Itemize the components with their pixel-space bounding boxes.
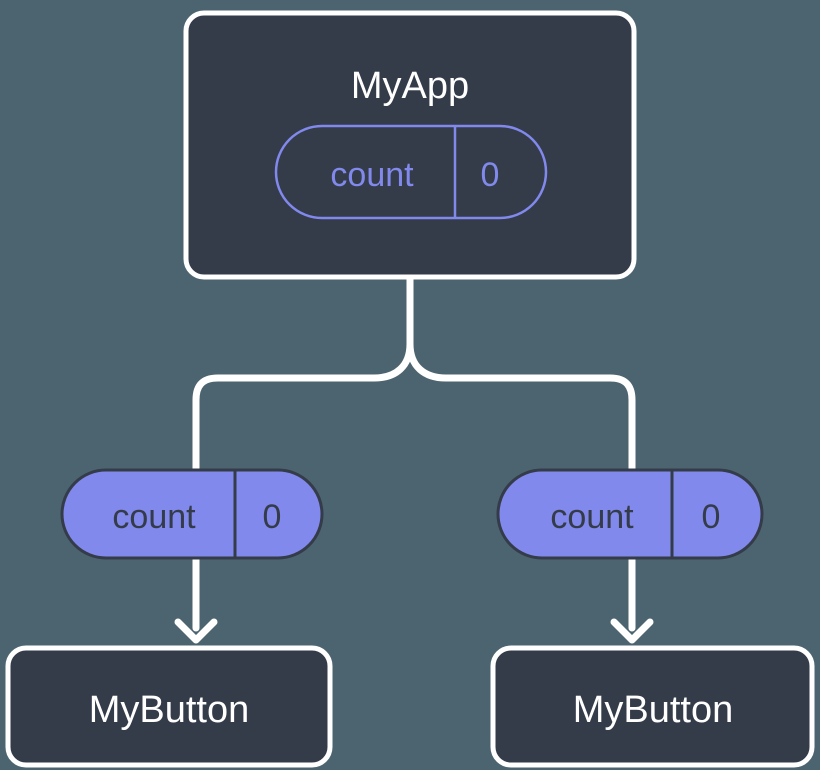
node-mybutton-left-label: MyButton (89, 689, 250, 731)
connector-branch-right (406, 340, 636, 478)
node-myapp-label: MyApp (351, 65, 469, 107)
arrowhead-group (174, 618, 654, 644)
connector-branch-left (192, 340, 414, 478)
arrowhead-right-icon (610, 618, 654, 644)
state-pill-right-shape[interactable] (496, 468, 764, 560)
node-mybutton-right-box[interactable] (490, 645, 815, 768)
state-pill-myapp-name: count (330, 156, 414, 194)
state-pill-left-name: count (112, 498, 196, 536)
node-myapp[interactable]: MyApp count 0 (183, 10, 637, 280)
state-pill-left-value: 0 (263, 498, 282, 536)
connector-group (192, 273, 636, 632)
state-pill-myapp-shape[interactable] (274, 124, 548, 220)
state-pill-right-name: count (550, 498, 634, 536)
state-pill-left-shape[interactable] (60, 468, 324, 560)
state-pill-myapp-value: 0 (481, 156, 500, 194)
node-myapp-box[interactable] (183, 10, 637, 280)
state-pill-myapp[interactable]: count 0 (274, 124, 548, 220)
node-mybutton-left-box[interactable] (5, 645, 333, 768)
node-mybutton-right-label: MyButton (573, 689, 734, 731)
arrowhead-left-icon (174, 618, 218, 644)
node-mybutton-right[interactable]: MyButton (490, 645, 815, 768)
state-pill-left[interactable]: count 0 (60, 468, 324, 560)
state-pill-right[interactable]: count 0 (496, 468, 764, 560)
node-mybutton-left[interactable]: MyButton (5, 645, 333, 768)
state-pill-right-value: 0 (702, 498, 721, 536)
